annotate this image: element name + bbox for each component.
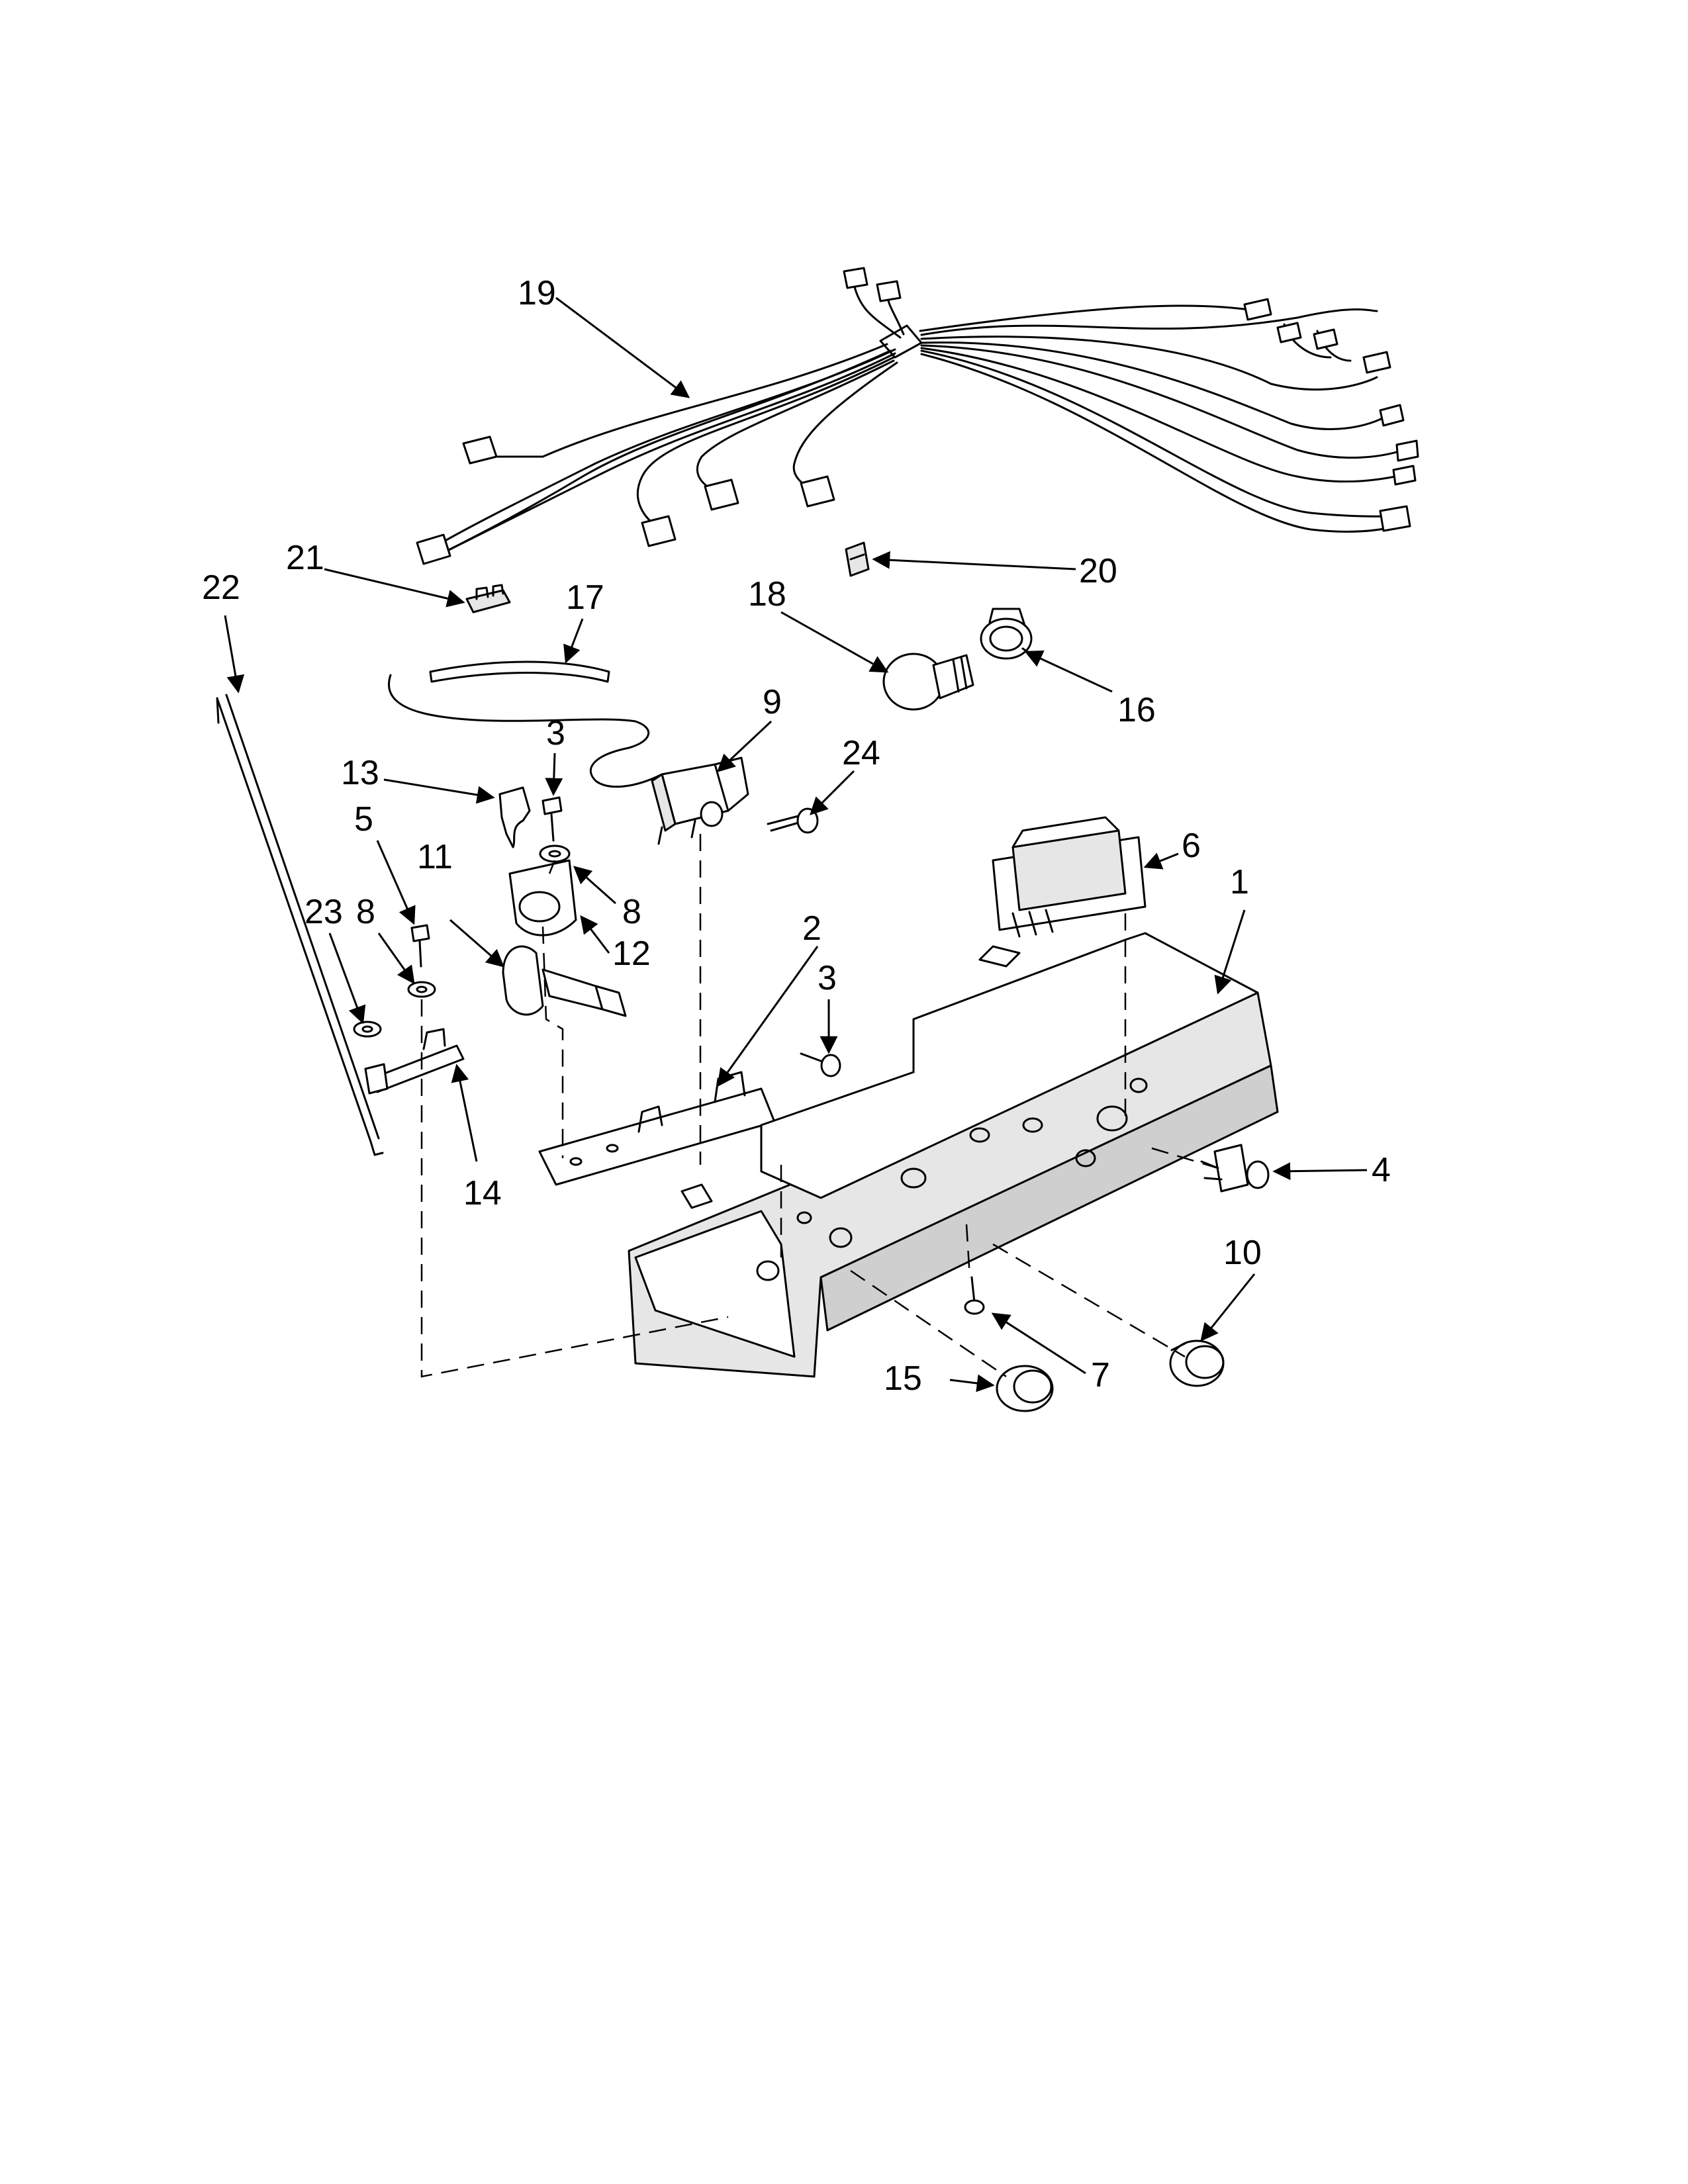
callout-21: 21 xyxy=(286,539,324,577)
bracket-part-13 xyxy=(498,786,531,848)
lamp-socket-part-16 xyxy=(980,608,1034,660)
button-part-15 xyxy=(996,1365,1054,1412)
callout-14: 14 xyxy=(463,1174,502,1212)
clip-part-20 xyxy=(845,541,870,577)
callout-22: 22 xyxy=(202,569,240,607)
washer-part-8-lower xyxy=(407,981,436,998)
screw-part-3-upper xyxy=(541,796,563,842)
callout-8-upper: 8 xyxy=(622,893,641,931)
shaft-part-11 xyxy=(502,945,627,1017)
callout-2: 2 xyxy=(802,909,821,948)
assembly-lines xyxy=(420,834,1219,1378)
screw-part-3-lower xyxy=(800,1052,841,1077)
callout-13: 13 xyxy=(341,754,379,792)
callout-11: 11 xyxy=(417,838,453,876)
capillary-tube-part-17 xyxy=(388,660,663,788)
callout-20: 20 xyxy=(1079,552,1117,590)
leader-lines xyxy=(224,296,1368,1392)
callout-4: 4 xyxy=(1372,1151,1391,1189)
callout-1: 1 xyxy=(1230,863,1249,901)
callout-16: 16 xyxy=(1117,691,1156,729)
callout-7: 7 xyxy=(1091,1356,1110,1394)
screw-part-24 xyxy=(767,807,819,834)
callouts: 1 2 3 3 4 5 6 7 8 8 9 10 11 12 13 14 15 … xyxy=(202,274,1391,1398)
wire-harness xyxy=(416,267,1419,565)
callout-3-lower: 3 xyxy=(818,959,837,997)
callout-18: 18 xyxy=(748,575,786,614)
lever-part-14 xyxy=(364,1028,465,1095)
callout-17: 17 xyxy=(566,578,604,617)
rod-part-22 xyxy=(216,694,384,1156)
callout-15: 15 xyxy=(884,1359,922,1398)
control-housing-part-1 xyxy=(628,932,1279,1378)
bracket-plate-part-2 xyxy=(538,1071,776,1186)
housing-part-12 xyxy=(508,859,577,936)
transformer-part-6 xyxy=(992,816,1147,938)
wire-clip-part-21 xyxy=(465,584,511,614)
callout-19: 19 xyxy=(518,274,556,312)
screw-part-5 xyxy=(410,924,430,968)
light-bulb-part-18 xyxy=(882,653,974,711)
callout-3-upper: 3 xyxy=(546,714,565,752)
washer-part-23 xyxy=(353,1021,382,1038)
callout-9: 9 xyxy=(763,683,782,721)
screw-part-7 xyxy=(964,1276,985,1315)
control-part-9 xyxy=(651,756,749,845)
washer-part-8-upper xyxy=(539,844,571,863)
callout-24: 24 xyxy=(842,734,880,772)
callout-12: 12 xyxy=(612,934,651,973)
button-part-10 xyxy=(1169,1340,1225,1387)
callout-5: 5 xyxy=(354,800,373,839)
callout-23: 23 xyxy=(305,893,343,931)
callout-6: 6 xyxy=(1182,827,1201,865)
callout-8-lower: 8 xyxy=(356,893,375,931)
switch-part-4 xyxy=(1200,1144,1270,1193)
callout-10: 10 xyxy=(1223,1234,1262,1272)
